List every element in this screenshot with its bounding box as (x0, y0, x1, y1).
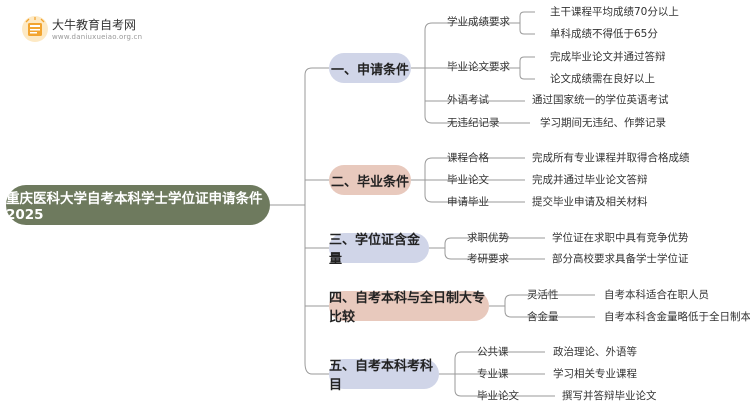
logo-title: 大牛教育自考网 (52, 18, 137, 32)
root-topic: 重庆医科大学自考本科学士学位证申请条件2025 (6, 185, 270, 225)
sub-topic: 含金量 (527, 311, 559, 323)
leaf-topic: 学习期间无违纪、作弊记录 (540, 117, 666, 129)
leaf-topic: 完成所有专业课程并取得合格成绩 (532, 152, 690, 164)
branch-degree-value: 三、学位证含金量 (329, 233, 429, 267)
sub-topic: 专业课 (477, 368, 509, 380)
leaf-topic: 通过国家统一的学位英语考试 (532, 94, 669, 106)
branch-comparison: 四、自考本科与全日制大专比较 (329, 291, 489, 325)
leaf-topic: 部分高校要求具备学士学位证 (552, 253, 689, 265)
sub-topic: 课程合格 (447, 152, 489, 164)
leaf-topic: 学习相关专业课程 (553, 368, 637, 380)
sub-topic: 灵活性 (527, 289, 559, 301)
leaf-topic: 撰写并答辩毕业论文 (562, 390, 657, 402)
sub-topic: 考研要求 (467, 253, 509, 265)
book-logo-icon (22, 16, 48, 42)
leaf-topic: 论文成绩需在良好以上 (550, 73, 655, 85)
sub-topic: 毕业论文 (447, 174, 489, 186)
site-logo: 大牛教育自考网 www.daniuxueiao.org.cn (20, 14, 143, 48)
leaf-topic: 学位证在求职中具有竞争优势 (552, 232, 689, 244)
logo-url: www.daniuxueiao.org.cn (52, 33, 143, 41)
leaf-topic: 自考本科含金量略低于全日制本科 (604, 311, 750, 323)
leaf-topic: 完成毕业论文并通过答辩 (550, 51, 666, 63)
leaf-topic: 完成并通过毕业论文答辩 (532, 174, 648, 186)
branch-graduation-conditions: 二、毕业条件 (329, 165, 411, 195)
leaf-topic: 自考本科适合在职人员 (604, 289, 709, 301)
sub-topic: 外语考试 (447, 94, 489, 106)
sub-topic: 公共课 (477, 346, 509, 358)
leaf-topic: 单科成绩不得低于65分 (550, 28, 658, 40)
sub-topic: 学业成绩要求 (447, 16, 510, 28)
leaf-topic: 主干课程平均成绩70分以上 (550, 6, 679, 18)
sub-topic: 无违纪记录 (447, 117, 500, 129)
sub-topic: 申请毕业 (447, 196, 489, 208)
sub-topic: 毕业论文要求 (447, 61, 510, 73)
sub-topic: 毕业论文 (477, 390, 519, 402)
branch-exam-subjects: 五、自考本科考科目 (329, 359, 439, 393)
leaf-topic: 提交毕业申请及相关材料 (532, 196, 648, 208)
branch-application-conditions: 一、申请条件 (329, 53, 411, 83)
sub-topic: 求职优势 (467, 232, 509, 244)
leaf-topic: 政治理论、外语等 (553, 346, 637, 358)
